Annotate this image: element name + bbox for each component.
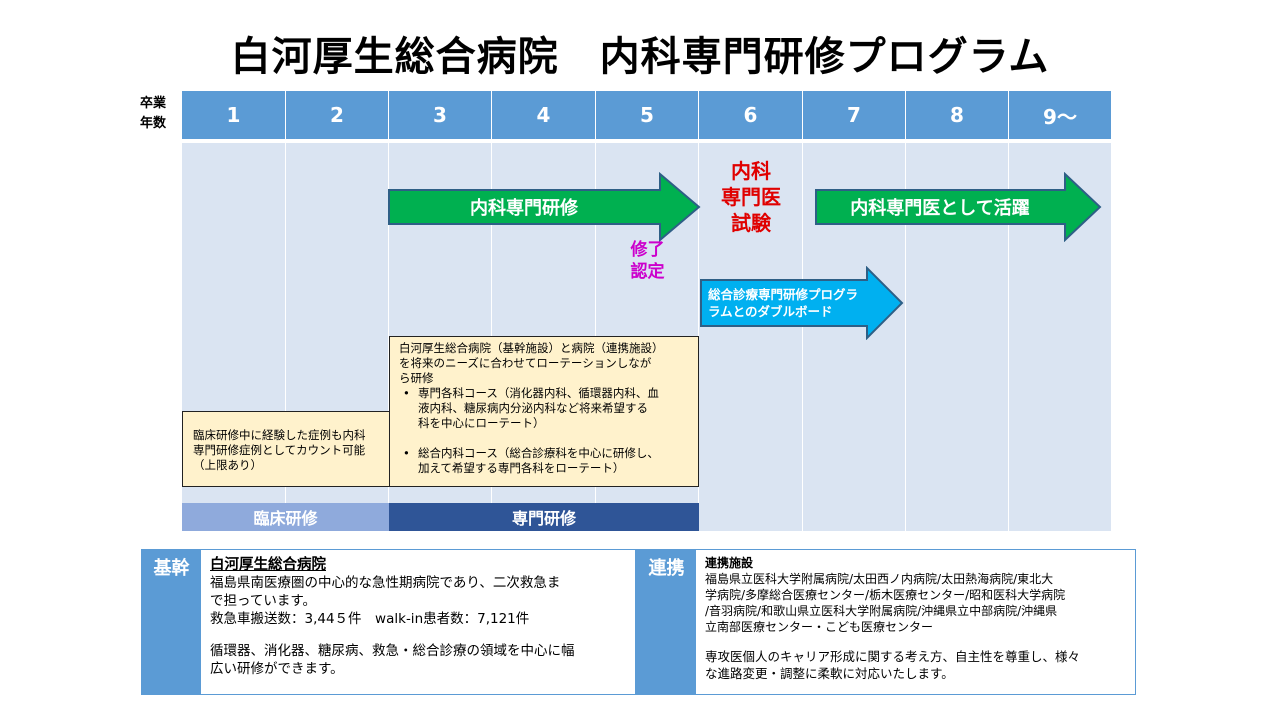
base-tag: 基幹 bbox=[142, 550, 201, 694]
course-general-item: • 総合内科コース（総合診療科を中心に研修し、 加えて希望する専門各科をローテー… bbox=[399, 446, 692, 476]
year-header-7: 7 bbox=[803, 91, 906, 139]
double-board-arrow: 総合診療専門研修プログラ ラムとのダブルボード bbox=[700, 266, 905, 340]
base-facility-box: 基幹 白河厚生総合病院 福島県南医療圏の中心的な急性期病院であり、二次救急ま で… bbox=[141, 549, 636, 695]
year-header-9: 9〜 bbox=[1009, 91, 1112, 139]
base-facility-name: 白河厚生総合病院 bbox=[210, 557, 326, 573]
year-axis-label: 卒業 年数 bbox=[139, 96, 166, 131]
specialist-exam-text: 内科 専門医 試験 bbox=[721, 159, 781, 235]
year-header-3: 3 bbox=[389, 91, 492, 139]
partner-facility-box: 連携 連携施設 福島県立医科大学附属病院/太田西ノ内病院/太田熱海病院/東北大 … bbox=[636, 549, 1136, 695]
internal-training-arrow: 内科専門研修 bbox=[388, 172, 702, 242]
specialty-training-bar: 専門研修 bbox=[389, 503, 699, 531]
active-specialist-label: 内科専門医として活躍 bbox=[850, 198, 1030, 219]
partner-facility-content: 連携施設 福島県立医科大学附属病院/太田西ノ内病院/太田熱海病院/東北大 学病院… bbox=[705, 555, 1131, 682]
partner-tag: 連携 bbox=[637, 550, 696, 694]
year-header-5: 5 bbox=[596, 91, 699, 139]
course-specialty-item: • 専門各科コース（消化器内科、循環器内科、血 液内科、糖尿病内分泌内科など将来… bbox=[399, 386, 692, 431]
base-facility-stats: 救急車搬送数：3,44５件 walk-in患者数：7,121件 bbox=[210, 611, 530, 627]
partner-facility-title: 連携施設 bbox=[705, 556, 754, 570]
clinical-training-bar: 臨床研修 bbox=[182, 503, 389, 531]
year-header-6: 6 bbox=[699, 91, 803, 139]
specialty-rotation-note: 白河厚生総合病院（基幹施設）と病院（連携施設） を将来のニーズに合わせてローテー… bbox=[389, 336, 699, 487]
year-header-2: 2 bbox=[286, 91, 389, 139]
clinical-cases-note: 臨床研修中に経験した症例も内科 専門研修症例としてカウント可能 （上限あり） bbox=[182, 411, 390, 487]
completion-certification-text: 修了 認定 bbox=[630, 240, 665, 282]
year-header-1: 1 bbox=[182, 91, 286, 139]
internal-training-label: 内科専門研修 bbox=[470, 198, 578, 219]
year-column bbox=[699, 143, 803, 531]
double-board-label: 総合診療専門研修プログラ ラムとのダブルボード bbox=[708, 287, 859, 319]
year-header-4: 4 bbox=[492, 91, 596, 139]
page-title: 白河厚生総合病院 内科専門研修プログラム bbox=[230, 34, 1050, 80]
base-facility-content: 白河厚生総合病院 福島県南医療圏の中心的な急性期病院であり、二次救急ま で担って… bbox=[210, 556, 630, 678]
bullet-icon: • bbox=[403, 386, 410, 400]
year-header-8: 8 bbox=[906, 91, 1009, 139]
bullet-icon: • bbox=[403, 446, 410, 460]
active-specialist-arrow: 内科専門医として活躍 bbox=[815, 172, 1103, 242]
